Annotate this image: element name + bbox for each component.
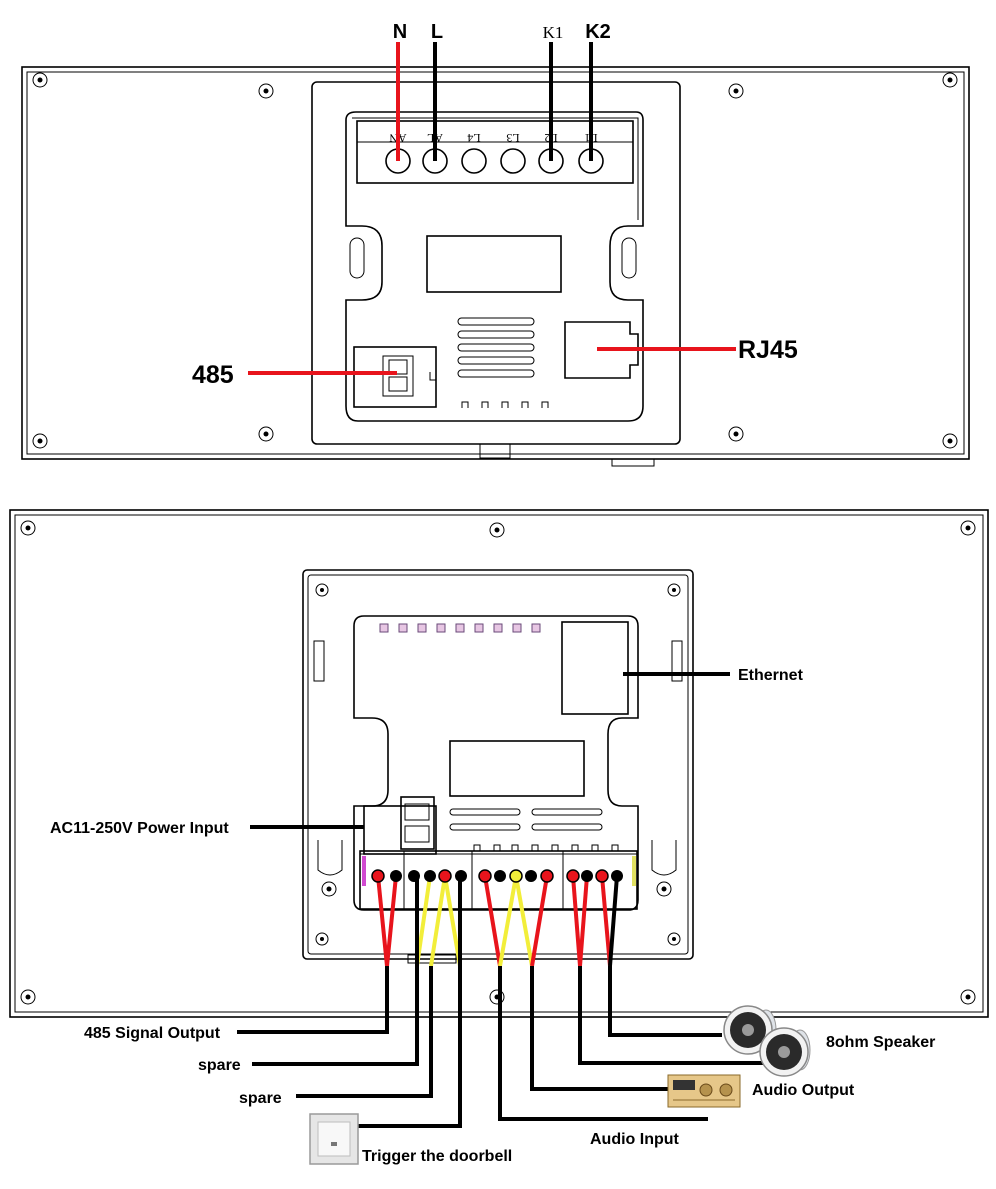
label-audio-input: Audio Input	[590, 1131, 680, 1148]
doorbell-switch-icon	[309, 1113, 359, 1165]
amplifier-icon	[667, 1074, 741, 1108]
bottom-panel: Ethernet AC11-250V Power Input 485 Signa…	[9, 509, 989, 1165]
label-k1: K1	[543, 23, 564, 42]
bottom-screws	[20, 520, 976, 1005]
power-connector	[363, 805, 437, 855]
label-trigger-doorbell: Trigger the doorbell	[362, 1148, 512, 1165]
485-connector	[353, 346, 437, 408]
terminal-block	[356, 120, 634, 184]
top-module-plate	[311, 81, 681, 445]
label-l: L	[431, 21, 443, 43]
label-8ohm-speaker: 8ohm Speaker	[826, 1034, 935, 1051]
top-panel: AN AL L4 L3 L2 L1	[21, 21, 970, 467]
label-ethernet: Ethernet	[738, 667, 804, 684]
label-485-signal-output: 485 Signal Output	[84, 1025, 221, 1042]
bottom-label-area	[449, 740, 585, 797]
label-spare-1: spare	[198, 1057, 241, 1074]
label-audio-output: Audio Output	[752, 1082, 855, 1099]
label-485: 485	[192, 361, 234, 389]
output-wires	[237, 672, 770, 1128]
jumper-wires	[376, 875, 619, 967]
label-spare-2: spare	[239, 1090, 282, 1107]
terminal-screws	[385, 148, 604, 174]
bottom-terminal-strip	[359, 850, 638, 910]
terminal-label-l4: L4	[467, 131, 480, 145]
top-panel-frame	[21, 66, 970, 460]
bottom-vents	[449, 808, 603, 831]
label-n: N	[393, 21, 407, 43]
top-pins	[379, 623, 541, 633]
rj45-jack	[564, 321, 639, 379]
top-vents	[457, 317, 535, 378]
speaker-icon	[723, 1005, 811, 1077]
top-housing	[345, 111, 644, 422]
terminal-dots	[371, 869, 623, 883]
label-rj45: RJ45	[738, 336, 798, 364]
top-label-area	[426, 235, 562, 293]
label-k2: K2	[585, 21, 611, 43]
bottom-panel-frame	[9, 509, 989, 1018]
top-screws	[32, 72, 958, 449]
label-power-input: AC11-250V Power Input	[50, 820, 229, 837]
bottom-housing	[353, 615, 639, 911]
ethernet-jack	[561, 621, 629, 715]
terminal-label-l3: L3	[506, 131, 519, 145]
